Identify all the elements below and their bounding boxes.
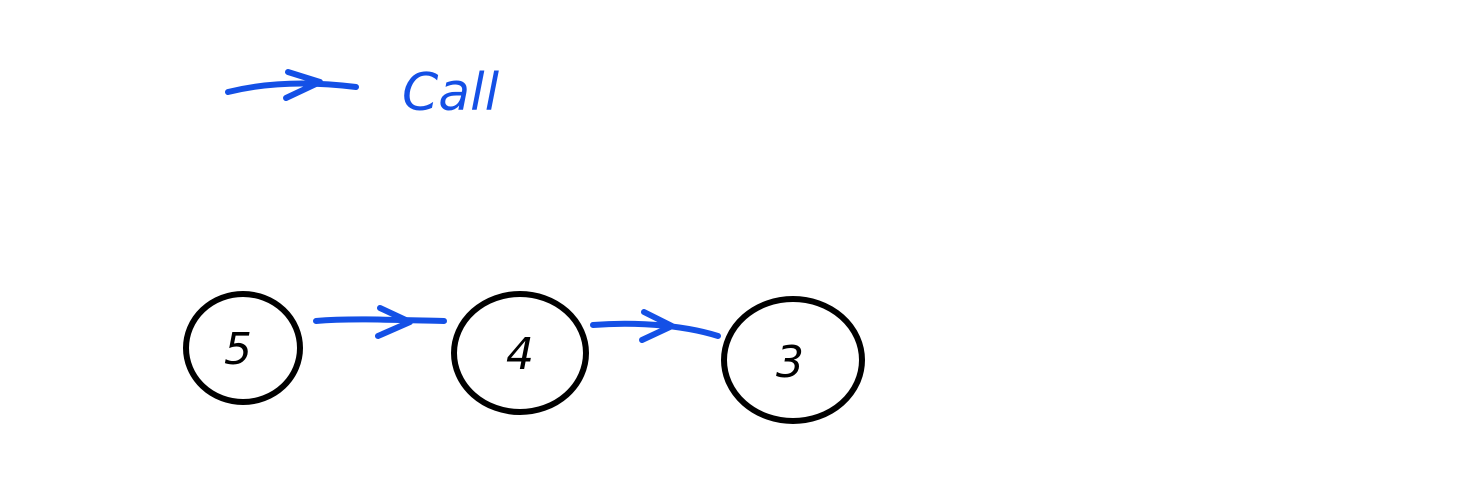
nodes: 5 4 3: [183, 291, 865, 424]
node-label: 4: [506, 329, 534, 380]
legend-call-arrow-icon: [225, 69, 359, 101]
node-label: 3: [776, 337, 804, 388]
node-5: 5: [183, 291, 303, 405]
legend: Call: [225, 63, 500, 123]
node-4: 4: [451, 291, 589, 415]
edge-4-to-3: [590, 309, 721, 343]
node-3: 3: [721, 296, 865, 424]
edge-5-to-4: [313, 305, 447, 339]
edges: [313, 305, 721, 343]
node-label: 5: [224, 324, 252, 375]
legend-label: Call: [402, 63, 500, 123]
